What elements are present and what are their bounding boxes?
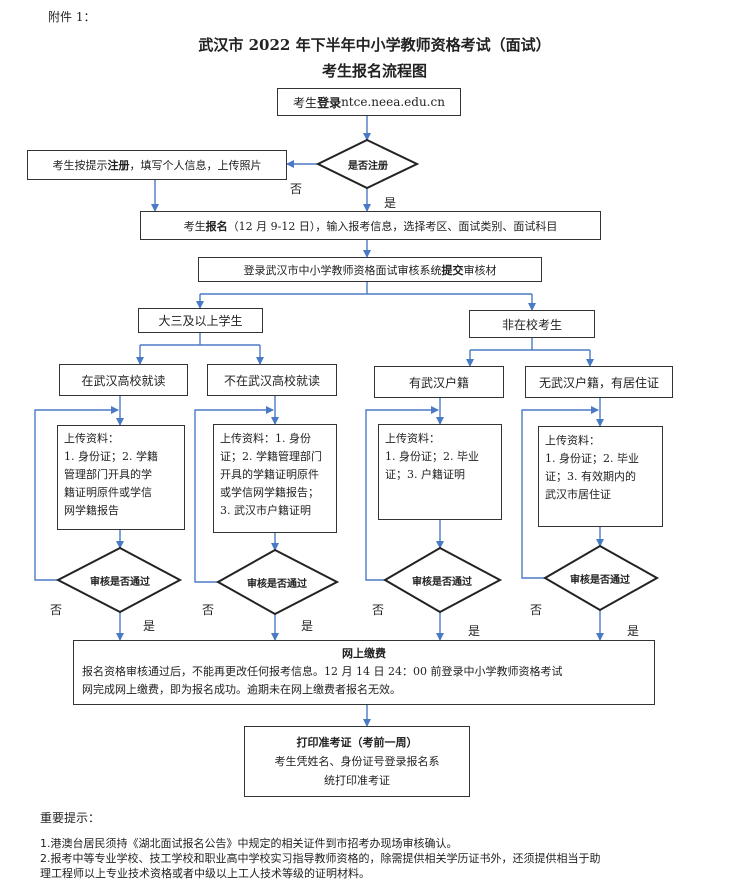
upload-2-line: 或学信网学籍报告； — [220, 486, 319, 499]
yes-label-3: 是 — [468, 624, 481, 638]
no-label-3: 否 — [372, 603, 385, 617]
review-label-4: 审核是否通过 — [570, 575, 630, 586]
login-prefix: 考生 — [293, 95, 318, 110]
upload-4-line: 上传资料： — [545, 434, 600, 447]
payment-box: 网上缴费 报名资格审核通过后，不能再更改任何报考信息。12 月 14 日 24：… — [73, 640, 655, 705]
upload-1-line: 上传资料： — [64, 432, 119, 445]
submit-prefix: 登录武汉市中小学教师资格面试审核系统 — [243, 263, 442, 277]
no-label-1: 否 — [50, 603, 63, 617]
attachment-label: 附件 1： — [48, 10, 96, 24]
login-url: ntce.neea.edu.cn — [341, 95, 445, 109]
no-label-2: 否 — [202, 603, 215, 617]
upload-2-line: 上传资料：1. 身份 — [220, 432, 311, 445]
yes-label-1: 是 — [143, 619, 156, 633]
decision-diamond-registered — [315, 138, 420, 190]
page-subtitle: 考生报名流程图 — [321, 62, 427, 80]
upload-1-line: 籍证明原件或学信 — [64, 486, 152, 499]
is-registered-label: 是否注册 — [348, 161, 388, 172]
apply-box: 考生报名（12 月 9-12 日），输入报考信息，选择考区、面试类别、面试科目 — [140, 211, 601, 240]
admission-title: 打印准考证（考前一周） — [296, 736, 418, 749]
apply-prefix: 考生 — [183, 219, 206, 233]
upload-box-3: 上传资料： 1. 身份证；2. 毕业 证；3. 户籍证明 — [378, 424, 502, 520]
admission-box: 打印准考证（考前一周） 考生凭姓名、身份证号登录报名系 统打印准考证 — [244, 726, 470, 797]
yes-label-registered: 是 — [384, 196, 397, 210]
submit-bold: 提交 — [441, 263, 464, 277]
upload-1-line: 1. 身份证；2. 学籍 — [64, 450, 158, 463]
upload-3-line: 证；3. 户籍证明 — [385, 468, 465, 481]
decision-diamond-review-4 — [543, 544, 660, 612]
review-label-3: 审核是否通过 — [412, 577, 472, 588]
register-prefix: 考生按提示 — [52, 159, 108, 172]
upload-box-2: 上传资料：1. 身份 证；2. 学籍管理部门 开具的学籍证明原件 或学信网学籍报… — [213, 424, 337, 533]
upload-3-line: 1. 身份证；2. 毕业 — [385, 450, 479, 463]
register-box: 考生按提示注册，填写个人信息，上传照片 — [27, 150, 287, 180]
upload-1-line: 网学籍报告 — [64, 504, 119, 517]
upload-2-line: 开具的学籍证明原件 — [220, 468, 319, 481]
no-label-4: 否 — [530, 603, 543, 617]
branch-not-in-wuhan-college: 不在武汉高校就读 — [207, 364, 337, 396]
notes-item-2-line2: 理工程师以上专业技术资格或者中级以上工人技术等级的证明材料。 — [40, 867, 370, 880]
no-label-registered: 否 — [290, 182, 303, 196]
upload-4-line: 证；3. 有效期内的 — [545, 470, 636, 483]
page-title: 武汉市 2022 年下半年中小学教师资格考试（面试） — [198, 36, 551, 54]
payment-title: 网上缴费 — [342, 647, 386, 660]
admission-text-line: 考生凭姓名、身份证号登录报名系 — [274, 755, 440, 768]
upload-2-line: 3. 武汉市户籍证明 — [220, 504, 311, 517]
register-suffix: ，填写个人信息，上传照片 — [129, 159, 262, 172]
decision-diamond-review-1 — [55, 546, 183, 614]
yes-label-4: 是 — [627, 624, 640, 638]
apply-suffix: （12 月 9-12 日），输入报考信息，选择考区、面试类别、面试科目 — [227, 219, 558, 233]
branch-wuhan-hukou: 有武汉户籍 — [374, 366, 504, 398]
notes-item-2-line1: 2.报考中等专业学校、技工学校和职业高中学校实习指导教师资格的，除需提供相关学历… — [40, 852, 601, 865]
upload-2-line: 证；2. 学籍管理部门 — [220, 450, 322, 463]
submit-suffix: 审核材 — [463, 263, 497, 277]
branch-in-wuhan-college: 在武汉高校就读 — [59, 364, 188, 396]
decision-diamond-review-3 — [383, 546, 503, 614]
review-label-1: 审核是否通过 — [90, 577, 150, 588]
notes-item-1: 1.港澳台居民须持《湖北面试报名公告》中规定的相关证件到市招考办现场审核确认。 — [40, 837, 458, 850]
upload-1-line: 管理部门开具的学 — [64, 468, 152, 481]
upload-box-4: 上传资料： 1. 身份证；2. 毕业 证；3. 有效期内的 武汉市居住证 — [538, 426, 663, 527]
apply-bold: 报名 — [205, 219, 228, 233]
branch-non-student: 非在校考生 — [469, 310, 595, 338]
branch-no-hukou-residence: 无武汉户籍，有居住证 — [525, 366, 673, 398]
upload-4-line: 1. 身份证；2. 毕业 — [545, 452, 639, 465]
payment-text-line: 报名资格审核通过后，不能再更改任何报考信息。12 月 14 日 24：00 前登… — [82, 665, 563, 678]
notes-heading: 重要提示： — [40, 811, 101, 825]
upload-box-1: 上传资料： 1. 身份证；2. 学籍 管理部门开具的学 籍证明原件或学信 网学籍… — [57, 425, 185, 530]
upload-3-line: 上传资料： — [385, 432, 440, 445]
review-label-2: 审核是否通过 — [247, 579, 307, 590]
admission-text-line: 统打印准考证 — [324, 774, 390, 787]
payment-text-line: 网完成网上缴费，即为报名成功。逾期未在网上缴费者报名无效。 — [82, 683, 401, 696]
decision-diamond-review-2 — [215, 548, 340, 616]
login-bold: 登录 — [317, 95, 342, 110]
login-box: 考生登录 ntce.neea.edu.cn — [277, 88, 461, 116]
register-bold: 注册 — [107, 159, 130, 172]
submit-box: 登录武汉市中小学教师资格面试审核系统提交审核材 — [198, 257, 542, 282]
upload-4-line: 武汉市居住证 — [545, 488, 611, 501]
branch-junior-plus: 大三及以上学生 — [138, 308, 263, 333]
yes-label-2: 是 — [301, 619, 314, 633]
